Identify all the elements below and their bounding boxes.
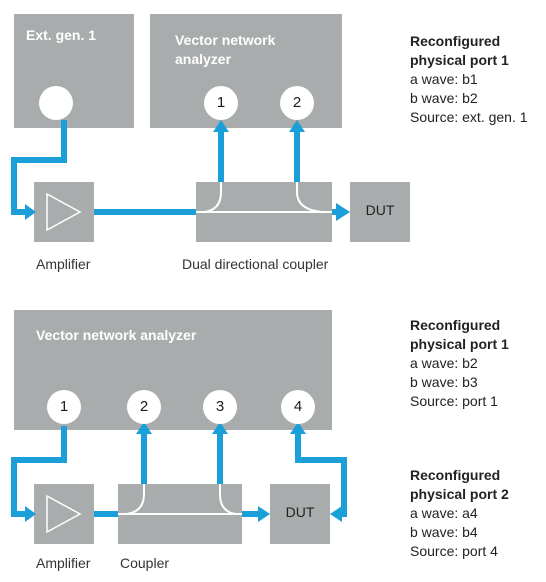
amplifier-block-top — [34, 182, 94, 242]
vna-port-4-bottom: 4 — [281, 390, 315, 424]
arrow-to-port3-b — [212, 422, 228, 434]
dut-block-top — [350, 182, 410, 242]
arrow-into-dut-right — [330, 506, 342, 522]
amplifier-block-bottom — [34, 484, 94, 544]
arrow-into-amp-bottom — [25, 506, 36, 522]
panel-source: Source: port 1 — [410, 393, 498, 409]
panel-title: Reconfigured physical port 2 — [410, 467, 509, 502]
panel-b-wave: b wave: b2 — [410, 90, 478, 106]
vna-port-1-bottom: 1 — [47, 390, 81, 424]
arrow-to-port4-b — [290, 422, 306, 434]
vna-port-2-bottom: 2 — [127, 390, 161, 424]
ext-gen-block — [14, 14, 134, 128]
arrow-to-port2-b — [136, 422, 152, 434]
info-panel-bottom-2: Reconfigured physical port 2 a wave: a4 … — [410, 466, 542, 561]
vna-label-bottom: Vector network analyzer — [36, 327, 197, 343]
arrow-to-dut-top — [336, 203, 350, 221]
panel-title: Reconfigured physical port 1 — [410, 33, 509, 68]
amplifier-caption-bottom: Amplifier — [36, 555, 91, 571]
info-panel-bottom-1: Reconfigured physical port 1 a wave: b2 … — [410, 316, 542, 411]
vna-port-3-bottom: 3 — [203, 390, 237, 424]
amplifier-caption-top: Amplifier — [36, 256, 91, 272]
coupled-arm-port2-white — [296, 182, 324, 213]
signal-lines-top — [11, 120, 196, 215]
panel-a-wave: a wave: a4 — [410, 505, 478, 521]
panel-b-wave: b wave: b4 — [410, 524, 478, 540]
panel-source: Source: port 4 — [410, 543, 498, 559]
dut-label-top: DUT — [365, 202, 395, 218]
signal-lines-bottom — [11, 426, 347, 517]
coupled-arm-port2-white-b — [125, 484, 145, 515]
panel-title: Reconfigured physical port 1 — [410, 317, 509, 352]
ext-gen-label: Ext. gen. 1 — [26, 27, 97, 43]
panel-a-wave: a wave: b2 — [410, 355, 478, 371]
coupled-arm-port1-white — [203, 182, 222, 213]
dut-block-bottom — [270, 484, 330, 544]
vna-port-1-top: 1 — [204, 86, 238, 120]
amplifier-symbol-top — [46, 192, 82, 232]
vna-port-2-top: 2 — [280, 86, 314, 120]
coupler-caption-bottom: Coupler — [120, 555, 170, 571]
info-panel-top: Reconfigured physical port 1 a wave: b1 … — [410, 32, 542, 127]
arrow-to-port2 — [289, 120, 305, 132]
dut-label-bottom: DUT — [285, 504, 315, 520]
vna-label-top: Vector network analyzer — [175, 32, 276, 67]
panel-b-wave: b wave: b3 — [410, 374, 478, 390]
panel-a-wave: a wave: b1 — [410, 71, 478, 87]
coupled-arm-port3-white-b — [219, 484, 237, 515]
arrow-to-port1 — [213, 120, 229, 132]
arrow-into-dut-left — [258, 506, 270, 522]
amplifier-symbol-bottom — [46, 494, 82, 534]
ext-gen-output-port — [39, 86, 73, 120]
coupler-caption-top: Dual directional coupler — [182, 256, 329, 272]
panel-source: Source: ext. gen. 1 — [410, 109, 528, 125]
arrow-into-amp-top — [25, 204, 36, 220]
